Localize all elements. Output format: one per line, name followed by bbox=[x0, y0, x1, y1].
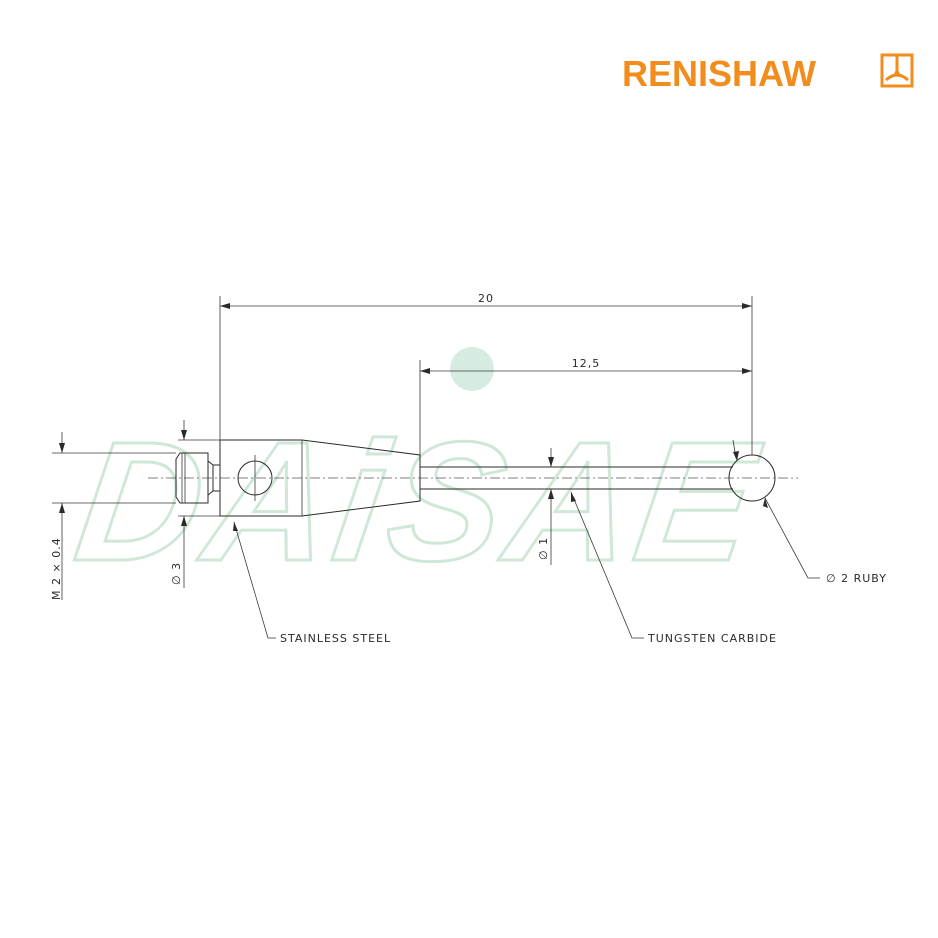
tungsten-carbide-stem bbox=[420, 466, 733, 490]
dim-overall-length: 20 bbox=[219, 292, 753, 455]
stainless-steel-label: STAINLESS STEEL bbox=[280, 632, 391, 645]
dim-stem-length-text: 12,5 bbox=[572, 357, 601, 370]
thread-section bbox=[175, 452, 220, 504]
watermark: DAiSAE bbox=[65, 347, 773, 598]
watermark-text: DAiSAE bbox=[66, 407, 771, 597]
dim-ball-diameter: ∅ 2 RUBY bbox=[732, 439, 887, 585]
dim-body-diameter: ∅ 3 bbox=[170, 420, 220, 588]
tungsten-carbide-label: TUNGSTEN CARBIDE bbox=[647, 632, 777, 645]
watermark-dot bbox=[450, 347, 494, 391]
renishaw-logo: RENISHAW bbox=[622, 53, 914, 94]
callout-tungsten-carbide: TUNGSTEN CARBIDE bbox=[570, 491, 777, 645]
dim-overall-length-text: 20 bbox=[478, 292, 494, 305]
callout-stainless-steel: STAINLESS STEEL bbox=[233, 521, 391, 645]
dim-stem-length: 12,5 bbox=[419, 357, 752, 455]
dim-stem-diameter-text: ∅ 1 bbox=[537, 537, 550, 560]
dim-stem-diameter: ∅ 1 bbox=[537, 448, 554, 565]
logo-text: RENISHAW bbox=[622, 53, 816, 94]
dim-thread-text: M 2 × 0.4 bbox=[50, 537, 63, 600]
ball-callout-text: ∅ 2 RUBY bbox=[826, 572, 887, 585]
dim-thread: M 2 × 0.4 bbox=[50, 432, 176, 600]
dim-body-diameter-text: ∅ 3 bbox=[170, 562, 183, 585]
renishaw-mark-icon bbox=[880, 53, 914, 88]
